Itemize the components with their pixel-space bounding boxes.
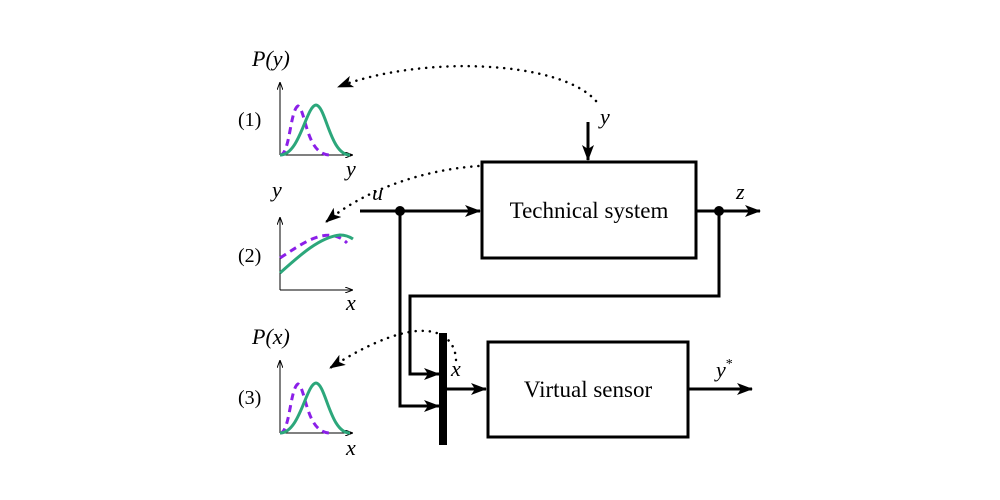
virtual-sensor-label: Virtual sensor (524, 377, 653, 402)
u-label: u (372, 180, 383, 205)
u-to-mux-line (398, 211, 440, 412)
plot-3-ylabel: P(x) (251, 324, 290, 349)
plot-1: P(y) (1) y (238, 46, 356, 181)
virtual-sensor-block (486, 340, 690, 439)
y-star-label: y* (714, 357, 733, 382)
y-star-superscript: * (726, 357, 733, 372)
dotted-arrow-y-to-plot-1 (336, 64, 598, 103)
plot-3-solid-curve (279, 381, 351, 435)
plot-1-index: (1) (238, 109, 261, 131)
x-label: x (450, 356, 461, 381)
plot-2-index: (2) (238, 245, 261, 267)
mux-bar (439, 333, 447, 445)
plot-3-dashed-curve (279, 382, 331, 435)
plot-2-xlabel: x (345, 290, 356, 315)
plot-3-xlabel: x (345, 435, 356, 460)
y-star-base: y (714, 357, 726, 382)
plot-1-xlabel: y (344, 156, 356, 181)
dotted-arrow-x-to-plot-3 (328, 329, 458, 370)
technical-system-label: Technical system (510, 198, 669, 223)
plot-1-ylabel: P(y) (251, 46, 290, 71)
plot-1-solid-curve (279, 103, 351, 157)
dotted-arrow-system-to-plot-2 (324, 164, 567, 224)
plot-2-solid-curve (278, 233, 354, 275)
plot-2-ylabel: y (270, 177, 282, 202)
plot-2: y (2) x (238, 177, 356, 315)
plot-1-dashed-curve (279, 104, 331, 157)
y-input-label: y (598, 104, 610, 129)
technical-system-block (480, 160, 698, 260)
z-label: z (735, 179, 745, 204)
plot-3-index: (3) (238, 387, 261, 409)
z-feedback-line (408, 211, 721, 380)
plot-3: P(x) (3) x (238, 324, 356, 460)
